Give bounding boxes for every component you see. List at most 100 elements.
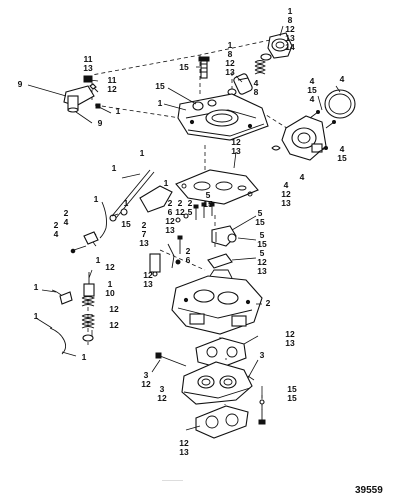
callout: 12 — [257, 257, 267, 267]
callout: 12 — [141, 379, 151, 389]
callout: 5 — [260, 230, 265, 240]
callout: 8 — [254, 87, 259, 97]
callout: 15 — [257, 239, 267, 249]
callout: 1 — [34, 311, 39, 321]
pump-rod — [149, 243, 175, 277]
callout: 4 — [64, 217, 69, 227]
metering-screws — [175, 202, 215, 223]
callout: 8 — [228, 49, 233, 59]
callout: 12 — [107, 84, 117, 94]
callout: 13 — [179, 447, 189, 457]
callout: 1 — [164, 178, 169, 188]
callout: 1 — [112, 163, 117, 173]
vent-nut — [83, 75, 93, 83]
callout: 15 — [121, 219, 131, 229]
pump-plunger — [81, 272, 96, 307]
callout: 15 — [203, 199, 213, 209]
callout: 4 — [54, 229, 59, 239]
pulloff-cover — [324, 89, 356, 119]
choke-plate — [139, 185, 173, 213]
filter-spring — [254, 60, 266, 75]
callout: 1 — [108, 279, 113, 289]
callout: 10 — [105, 288, 115, 298]
callout: 12 — [285, 24, 295, 34]
callout: 12 — [105, 262, 115, 272]
callout: 14 — [285, 42, 295, 52]
callout: 12 — [179, 438, 189, 448]
choke-lever — [99, 201, 128, 239]
vent-valve — [63, 85, 95, 113]
float-bowl-body — [171, 269, 263, 335]
callout: 4 — [310, 94, 315, 104]
callout: 4 — [284, 180, 289, 190]
callout: 12 — [231, 137, 241, 147]
callout: 4 — [340, 144, 345, 154]
pump-cup — [82, 334, 94, 342]
throttle-body-screw — [155, 352, 187, 367]
pump-lever — [49, 327, 67, 355]
callout: 1 — [96, 255, 101, 265]
callout: 5 — [206, 190, 211, 200]
leader-lines — [27, 25, 341, 431]
callout: 9 — [98, 118, 103, 128]
air-horn-screw — [198, 56, 210, 79]
callout: 4 — [254, 78, 259, 88]
callout: 13 — [281, 198, 291, 208]
callout: 4 — [300, 172, 305, 182]
callout: 15 — [155, 81, 165, 91]
callout: 1 — [228, 40, 233, 50]
air-horn-assembly — [177, 93, 269, 141]
throttle-body — [181, 361, 253, 405]
callout: 12 — [175, 207, 185, 217]
callout: 15 — [255, 217, 265, 227]
throttle-body-gasket — [195, 337, 247, 369]
callout: 1 — [158, 98, 163, 108]
choke-rod — [70, 231, 99, 254]
callout: 13 — [143, 279, 153, 289]
idle-mixture-screw — [258, 399, 266, 425]
callout: 13 — [83, 63, 93, 73]
callout: 11 — [84, 54, 93, 64]
callout: 3 — [144, 370, 149, 380]
callout: 15 — [179, 62, 189, 72]
metering-rod-hanger — [211, 225, 237, 247]
air-horn-gasket — [175, 169, 259, 205]
callout: 15 — [337, 153, 347, 163]
callout: 1 — [94, 194, 99, 204]
callout: 7 — [142, 229, 147, 239]
callout: 1 — [116, 106, 121, 116]
callout: 2 — [168, 198, 173, 208]
hose-clip — [271, 145, 281, 151]
callout: 2 — [188, 198, 193, 208]
pulloff-housing — [281, 115, 327, 161]
callout: 12 — [165, 216, 175, 226]
callout: 12 — [157, 393, 167, 403]
callout: 13 — [165, 225, 175, 235]
callout: 2 — [178, 198, 183, 208]
callout: 2 — [64, 208, 69, 218]
callout: 12 — [109, 320, 119, 330]
pulloff-screws — [309, 110, 336, 153]
vent-screw — [89, 83, 99, 93]
callout: 1 — [82, 352, 87, 362]
callout: 1 — [34, 282, 39, 292]
callout: 4 — [340, 74, 345, 84]
callout: 15 — [287, 393, 297, 403]
check-ball — [175, 259, 181, 265]
callout: 13 — [285, 33, 295, 43]
callout: 11 — [108, 75, 117, 85]
callout: 1 — [124, 198, 129, 208]
figure-number: 39559 — [355, 485, 383, 496]
callout: 3 — [260, 350, 265, 360]
inlet-gasket — [260, 53, 272, 61]
callout: 2 — [186, 246, 191, 256]
callout: 12 — [143, 270, 153, 280]
callout: 13 — [139, 238, 149, 248]
base-gasket — [195, 405, 249, 439]
callout: 4 — [310, 76, 315, 86]
callout: 13 — [225, 67, 235, 77]
callout: 5 — [260, 248, 265, 258]
hinge-pin — [177, 235, 183, 254]
callout: 3 — [160, 384, 165, 394]
callout: 5 — [188, 207, 193, 217]
